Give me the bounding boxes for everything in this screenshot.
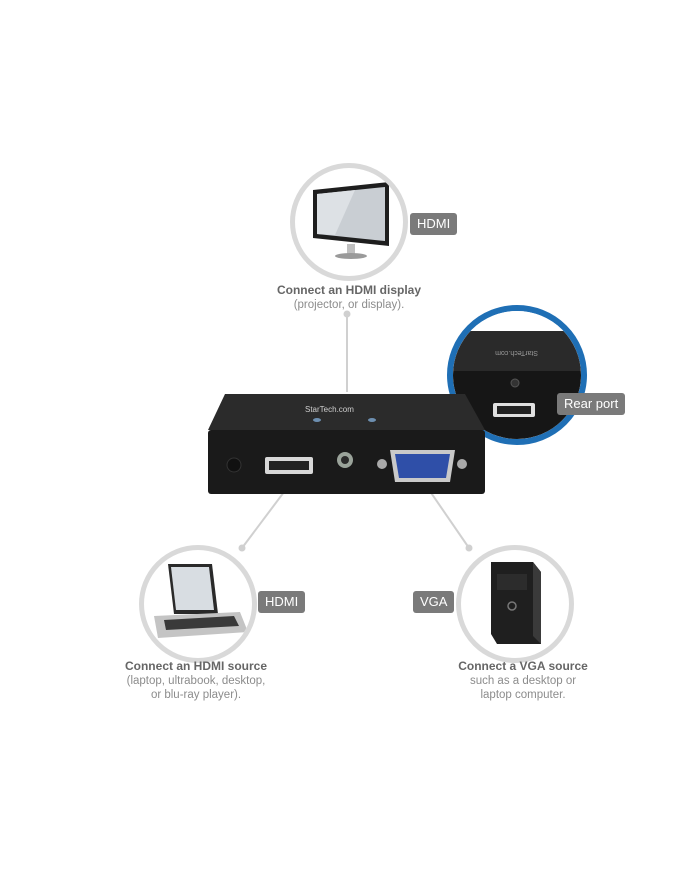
monitor-icon bbox=[313, 182, 389, 259]
rear-port-tag: Rear port bbox=[557, 393, 626, 415]
tower-pc-icon bbox=[491, 562, 541, 644]
display-caption-subtitle: (projector, or display). bbox=[293, 299, 405, 311]
switch-device: StarTech.com bbox=[208, 394, 485, 494]
desktop-subtitle-line-1: such as a desktop or bbox=[469, 675, 577, 687]
desktop-connector-line bbox=[424, 483, 470, 549]
laptop-subtitle-line-1: (laptop, ultrabook, desktop, bbox=[126, 675, 266, 687]
desktop-caption-title: Connect a VGA source bbox=[458, 659, 588, 673]
desktop-subtitle-line-2: laptop computer. bbox=[480, 689, 566, 701]
desktop-connector-dot bbox=[465, 544, 473, 552]
desktop-vga-tag: VGA bbox=[413, 591, 455, 613]
laptop-hdmi-tag: HDMI bbox=[258, 591, 306, 613]
rear-port-closeup: StarTech.com bbox=[453, 311, 581, 439]
desktop-caption-subtitle: such as a desktop or laptop computer. bbox=[423, 674, 623, 702]
rear-brand-text: StarTech.com bbox=[495, 349, 538, 356]
laptop-caption-subtitle: (laptop, ultrabook, desktop, or blu-ray … bbox=[96, 674, 296, 702]
display-connector-dot bbox=[343, 310, 351, 318]
laptop-connector-line bbox=[241, 483, 291, 549]
laptop-caption-title: Connect an HDMI source bbox=[124, 659, 268, 673]
laptop-connector-dot bbox=[238, 544, 246, 552]
display-hdmi-tag: HDMI bbox=[410, 213, 458, 235]
laptop-subtitle-line-2: or blu-ray player). bbox=[150, 689, 242, 701]
device-brand-text: StarTech.com bbox=[305, 405, 354, 414]
desktop-circle bbox=[456, 545, 574, 663]
laptop-icon bbox=[154, 564, 248, 638]
display-caption-title: Connect an HDMI display bbox=[276, 283, 422, 297]
laptop-circle bbox=[139, 545, 257, 663]
display-circle bbox=[290, 163, 408, 281]
